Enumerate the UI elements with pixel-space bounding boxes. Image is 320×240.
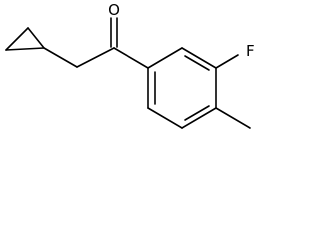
bond-ar-c2-c3 xyxy=(181,47,217,69)
bond-ar-c4-c5 xyxy=(181,107,217,129)
chemical-structure-diagram: O F xyxy=(0,0,260,134)
bond-ring-left-top xyxy=(5,27,29,51)
bond-ring-top-right xyxy=(27,27,45,49)
bond-ring-methyl xyxy=(215,107,251,129)
bond-ring-ch2 xyxy=(43,47,78,68)
bond-ar-c5-c6 xyxy=(147,107,183,129)
bond-ar-c1-c2 xyxy=(147,47,183,69)
bond-ring-fluorine xyxy=(215,54,239,69)
oxygen-atom-label: O xyxy=(108,1,120,19)
bond-carbonyl-ring xyxy=(113,47,149,69)
bond-ch2-carbonyl xyxy=(76,47,115,68)
bond-ar-inner-top xyxy=(184,55,210,71)
bond-ring-left-right xyxy=(5,47,45,51)
fluorine-atom-label: F xyxy=(246,42,255,60)
bond-ar-inner-bottom xyxy=(184,105,210,121)
cyclopropyl-ring xyxy=(5,27,45,51)
canvas-background xyxy=(0,0,260,134)
carbonyl-double-bond xyxy=(110,17,118,48)
benzene-ring xyxy=(147,47,217,129)
